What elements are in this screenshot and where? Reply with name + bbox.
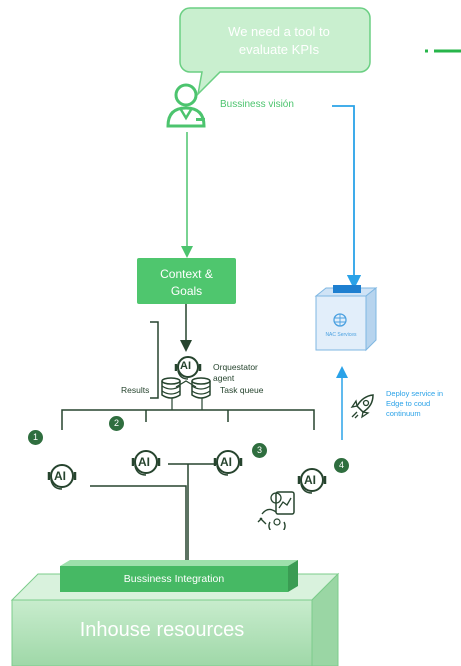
ai-agent-icon	[47, 464, 77, 490]
vision-to-cube-line	[332, 105, 362, 290]
deploy-line-2: Edge to coud	[386, 399, 431, 408]
agent-4-number-badge: 4	[334, 458, 349, 473]
agent-3-ai-icon: AI	[210, 448, 246, 478]
agent-1-number-badge: 1	[28, 430, 43, 445]
rocket-icon	[350, 394, 374, 419]
context-goals-line-1: Context &	[160, 267, 213, 281]
context-goals-box	[137, 258, 236, 304]
agent-1-ai-icon: AI	[44, 462, 80, 492]
cube-lid	[333, 285, 361, 293]
inhouse-resources-label: Inhouse resources	[79, 619, 245, 641]
cube-label: NAC Services	[325, 332, 357, 338]
agent-4-ai-text: AI	[304, 473, 316, 487]
integration-top	[60, 560, 298, 566]
ai-agent-icon	[297, 468, 327, 494]
orchestrator-label-2: agent	[213, 373, 235, 383]
results-label: Results	[121, 385, 150, 395]
left-bracket	[150, 321, 159, 399]
agent-1-number: 1	[32, 432, 38, 442]
agent-3-ai-text: AI	[220, 455, 232, 469]
deploy-line-1: Deploy service in	[386, 389, 444, 398]
ai-agent-icon	[174, 356, 202, 380]
agent-bus	[61, 409, 315, 430]
cube-side	[365, 286, 377, 352]
brain-icon	[333, 313, 347, 327]
agent-2-number: 2	[113, 418, 119, 428]
context-goals-line-2: Goals	[170, 284, 203, 298]
agent-1-ai-text: AI	[54, 469, 66, 483]
agent-3-number: 3	[256, 445, 262, 455]
orchestrator-label-1: Orquestator	[213, 362, 258, 372]
base-side	[311, 572, 339, 666]
orchestrator-ai-icon: AI	[174, 354, 202, 382]
database-icon	[161, 377, 181, 399]
ai-agent-icon	[131, 450, 161, 476]
speech-bubble-line-1: We need a tool to	[228, 24, 330, 39]
agent-4-ai-icon: AI	[294, 466, 330, 496]
agent-2-ai-text: AI	[138, 455, 150, 469]
business-integration-label: Bussiness Integration	[123, 573, 225, 585]
business-vision-label: Bussiness visión	[220, 99, 294, 110]
user-icon	[166, 83, 206, 128]
agent-3-number-badge: 3	[252, 443, 267, 458]
agent-link-left	[90, 485, 187, 566]
ai-agent-icon	[213, 450, 243, 476]
agent-4-number: 4	[338, 460, 344, 470]
cube-front	[315, 295, 367, 351]
speech-bubble-line-2: evaluate KPIs	[238, 42, 320, 57]
speech-bubble-shape	[179, 7, 371, 97]
integration-bar	[60, 566, 288, 592]
task-queue-label: Task queue	[220, 385, 264, 395]
agent-2-number-badge: 2	[109, 416, 124, 431]
orchestrator-ai-text: AI	[180, 360, 191, 372]
deploy-line-3: continuum	[386, 409, 421, 418]
base-front	[11, 599, 313, 666]
agent-2-ai-icon: AI	[128, 448, 164, 478]
analytics-icon	[257, 491, 295, 530]
integration-side	[288, 560, 298, 592]
database-icon	[191, 377, 211, 399]
